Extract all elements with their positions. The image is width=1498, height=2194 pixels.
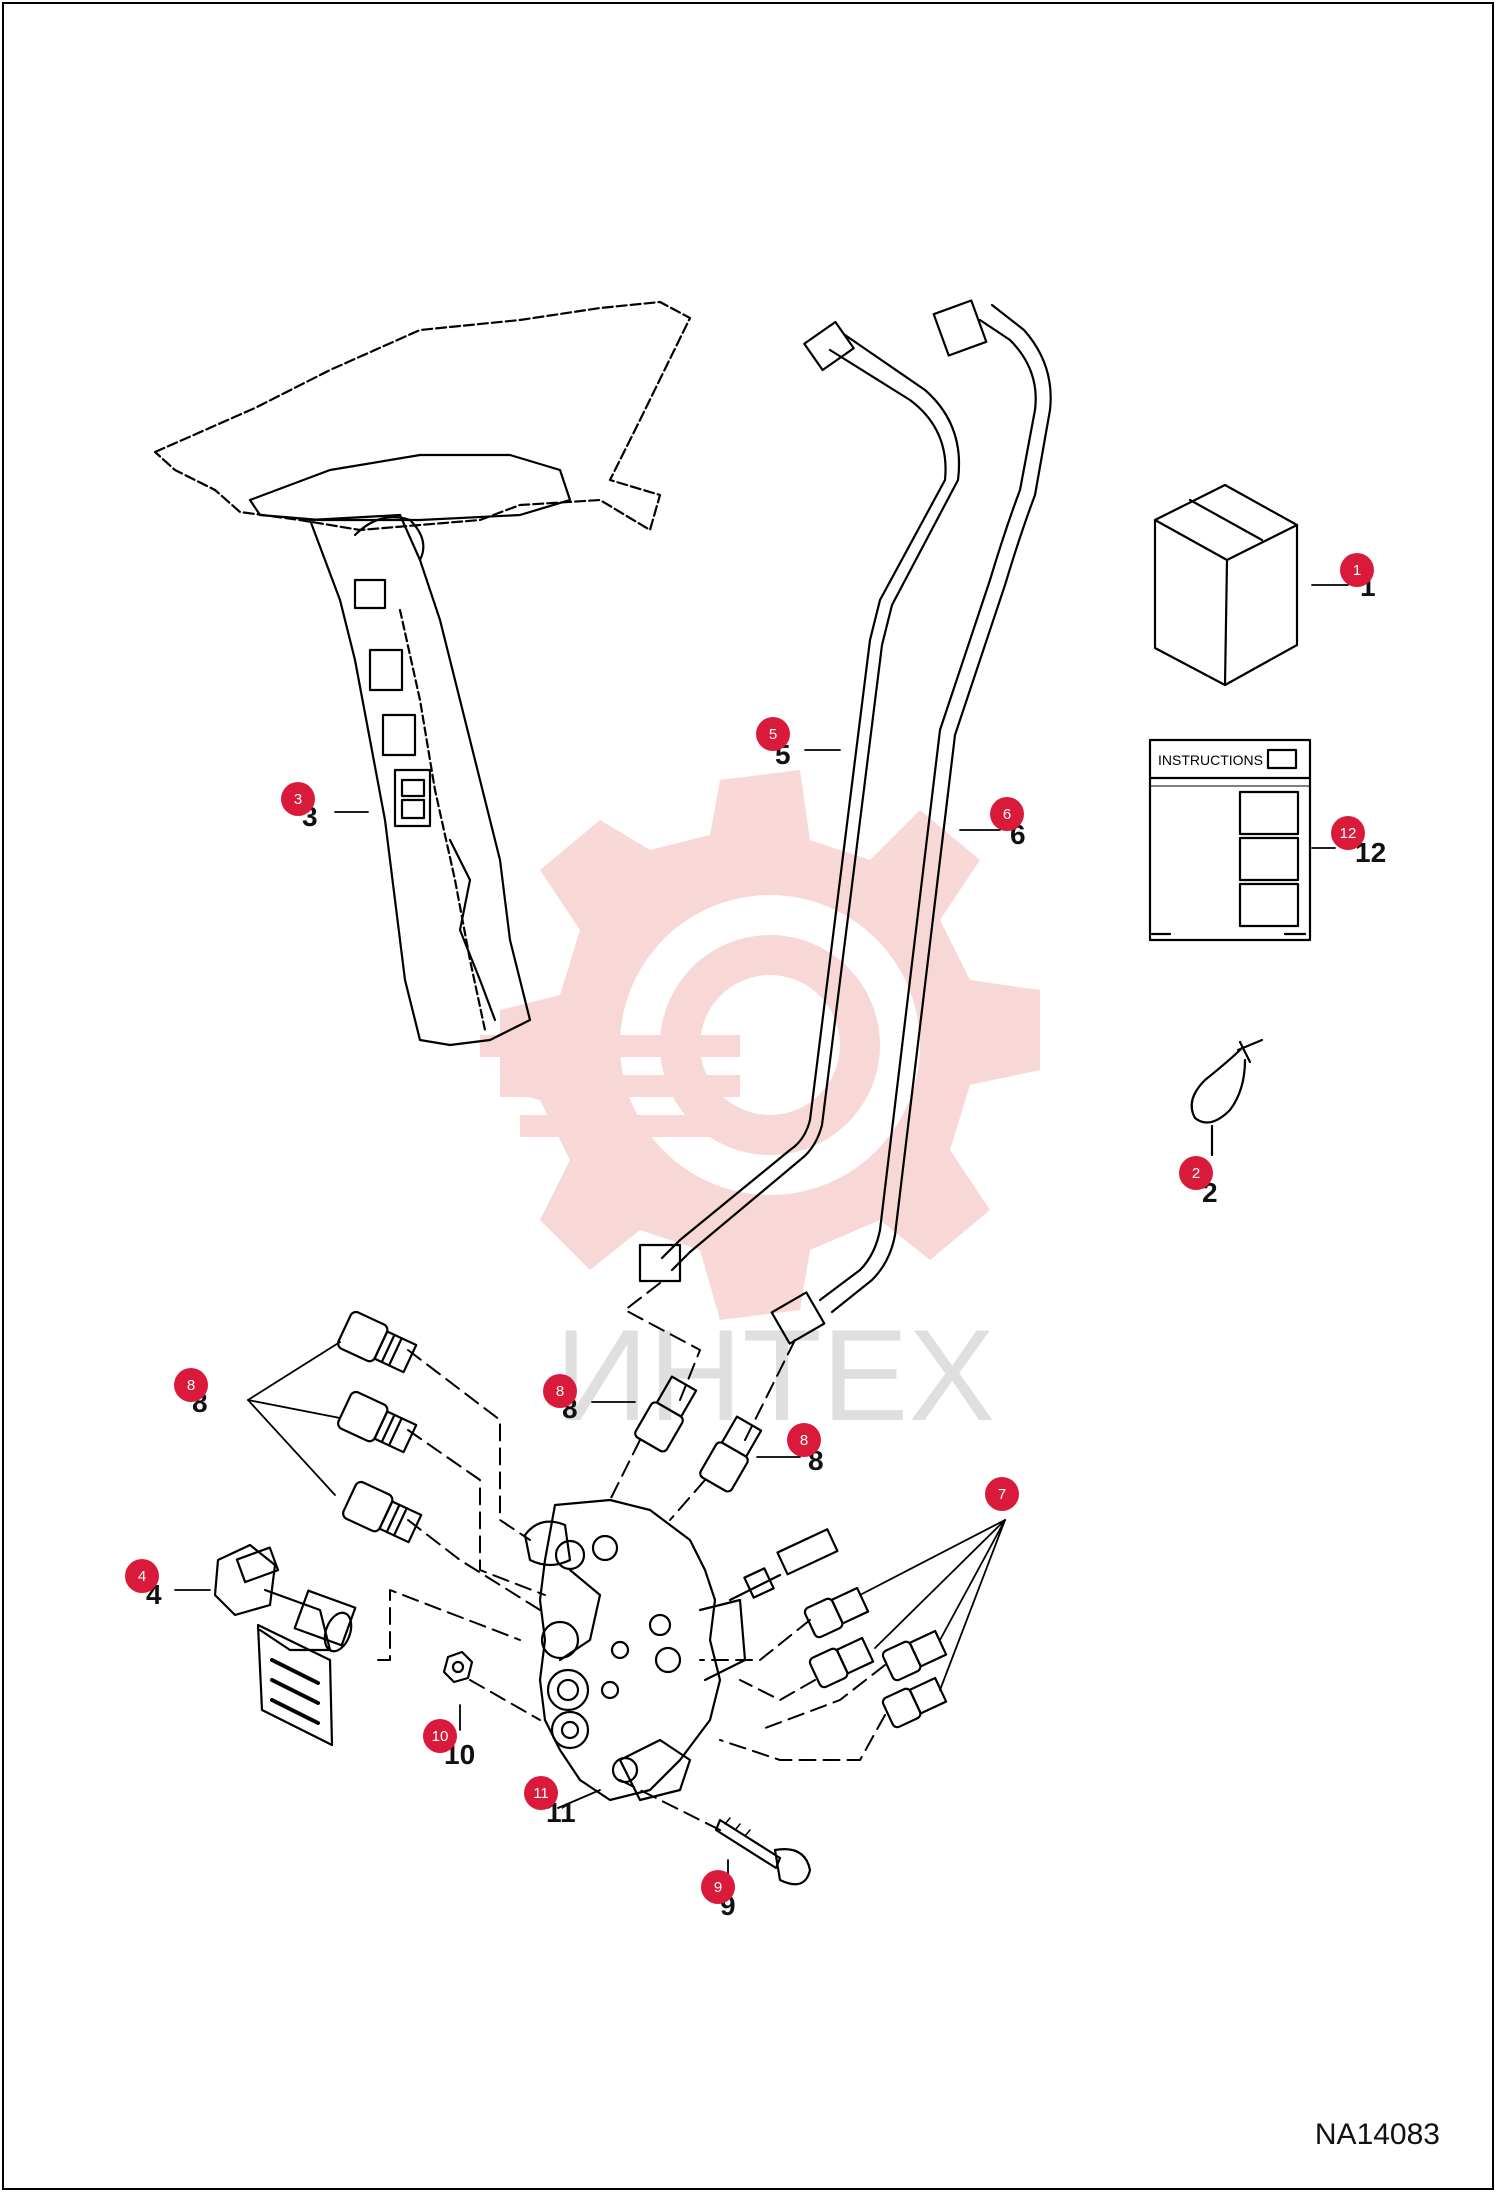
callout-2: 2 xyxy=(1179,1156,1213,1190)
fitting-item-8-center xyxy=(634,1375,698,1453)
svg-text:6: 6 xyxy=(1003,806,1011,823)
tube-item-6 xyxy=(770,299,1052,1345)
callout-4: 4 xyxy=(125,1559,159,1593)
svg-text:2: 2 xyxy=(1192,1165,1200,1182)
fitting-item-8-right xyxy=(699,1415,763,1493)
control-panel-console xyxy=(153,300,692,1047)
svg-text:8: 8 xyxy=(556,1383,564,1400)
assembly-lines xyxy=(377,1282,886,1831)
callout-6: 6 xyxy=(990,797,1024,831)
svg-text:3: 3 xyxy=(294,791,302,808)
instructions-sheet-item-12 xyxy=(1148,738,1312,942)
box-item-1 xyxy=(1153,483,1299,687)
coupler-item-4 xyxy=(213,1543,357,1747)
callout-9: 9 xyxy=(701,1870,735,1904)
watermark-text: ИНТЕХ xyxy=(555,1302,995,1448)
cable-tie-item-2 xyxy=(1190,1038,1264,1157)
bolt-item-9 xyxy=(714,1817,812,1886)
callout-1: 1 xyxy=(1340,553,1374,587)
callout-10: 10 xyxy=(423,1719,457,1753)
callout-8c: 8 xyxy=(787,1423,821,1457)
svg-text:10: 10 xyxy=(432,1728,449,1745)
svg-text:4: 4 xyxy=(138,1568,146,1585)
fittings-item-7 xyxy=(803,1586,948,1729)
svg-text:9: 9 xyxy=(714,1879,722,1896)
svg-text:1: 1 xyxy=(1353,562,1361,579)
callout-5: 5 xyxy=(756,717,790,751)
svg-text:11: 11 xyxy=(533,1785,549,1802)
valve-body xyxy=(523,1498,839,1802)
watermark-logo xyxy=(480,770,1040,1320)
callout-7: 7 xyxy=(985,1477,1019,1511)
svg-text:5: 5 xyxy=(769,726,777,743)
callout-8a: 8 xyxy=(174,1368,208,1402)
svg-text:8: 8 xyxy=(800,1432,808,1449)
callout-12: 12 xyxy=(1331,816,1365,850)
svg-text:7: 7 xyxy=(998,1486,1006,1503)
callout-11: 11 xyxy=(524,1776,558,1810)
fittings-item-8-left xyxy=(337,1310,423,1544)
svg-text:8: 8 xyxy=(187,1377,195,1394)
svg-text:12: 12 xyxy=(1340,825,1357,842)
instructions-label: INSTRUCTIONS xyxy=(1158,752,1263,768)
callout-3: 3 xyxy=(281,782,315,816)
tube-item-5 xyxy=(638,320,961,1283)
drawing-code: NA14083 xyxy=(1314,2118,1440,2151)
callout-badges: 1 12 2 3 4 5 6 7 8 8 8 9 10 11 xyxy=(125,553,1374,1904)
nut-item-10 xyxy=(442,1650,474,1684)
callout-8b: 8 xyxy=(543,1374,577,1408)
